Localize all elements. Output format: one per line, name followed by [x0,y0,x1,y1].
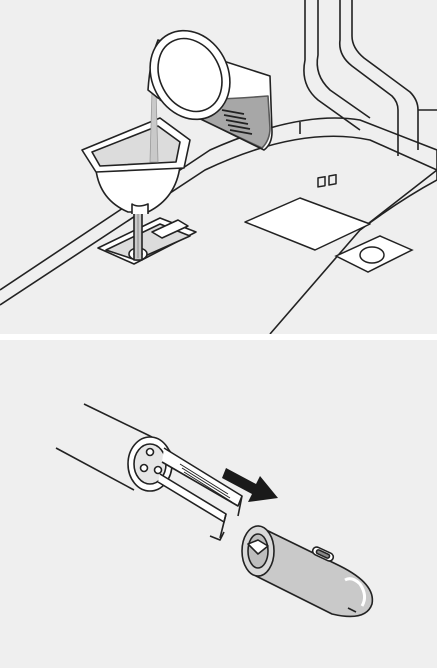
device-lid-icon [0,117,437,334]
measuring-cup-icon [147,29,273,151]
device-housing-icon [303,0,437,150]
power-button-icon [334,235,414,273]
panel-fill-water [0,0,437,334]
water-stream-icon [149,89,159,163]
usb-c-port-icon [311,546,335,562]
battery-compartment-icon [127,436,243,541]
insertion-arrow-icon [222,468,278,502]
contact-strip-icon [179,463,233,503]
fill-water-illustration [0,0,437,334]
measuring-cup-scale-icon [221,109,253,135]
panel-separator [0,334,437,340]
panel-insert-battery [0,340,437,668]
control-panel-icon [244,173,371,251]
water-tank-opening-icon [97,217,197,265]
battery-pack-icon [241,525,374,618]
insert-battery-illustration [55,403,374,618]
